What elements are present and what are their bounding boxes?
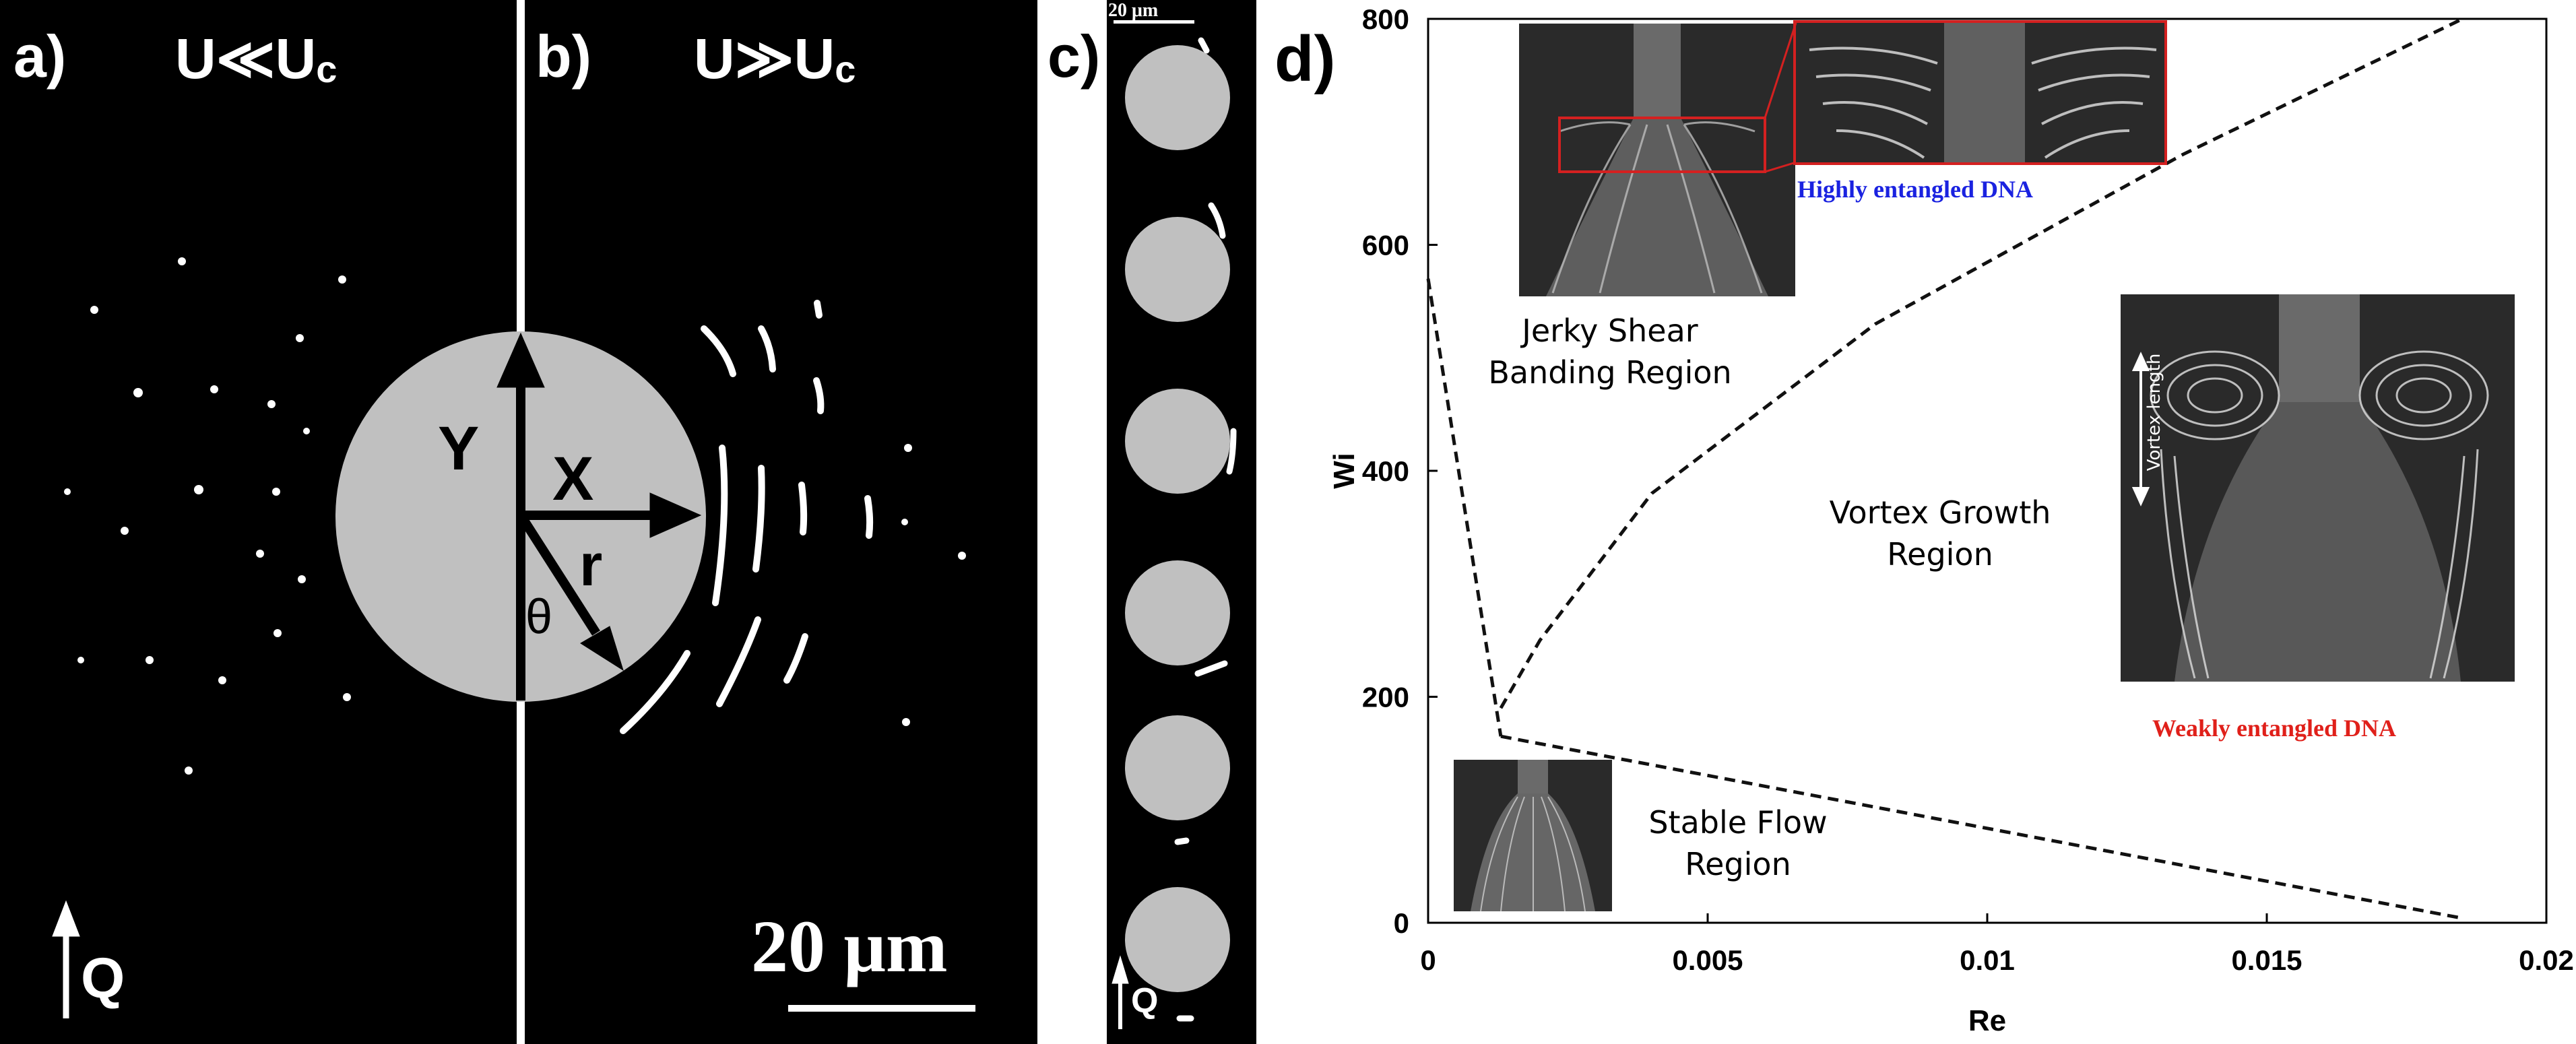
panel-b-condition-text: U≫U [694,27,835,90]
scale-bar-c [1114,20,1194,24]
region-stable-line1: Stable Flow [1648,804,1828,841]
x-tick-label: 0.02 [2519,944,2574,976]
panel-c-label: c) [1048,23,1101,90]
scale-bar-b [788,1005,975,1012]
panel-b-label: b) [536,23,592,90]
panel-a-condition-text: U≪U [175,27,317,90]
flow-label-a: Q [81,946,125,1010]
axis-y-label: Y [438,414,480,483]
inset-vortex: Vortex length [2121,294,2515,682]
region-vortex-line2: Region [1887,536,1993,573]
panel-a-condition-sub: c [316,48,337,90]
region-vortex-label: Vortex Growth Region [1805,492,2075,575]
panel-c-cylinders [1125,45,1230,992]
inset-stable [1454,760,1612,911]
region-jerky-line1: Jerky Shear [1522,313,1698,349]
streaks-b [620,300,874,734]
inset-weakly-label: Weakly entangled DNA [2152,715,2397,742]
inset-highly-label: Highly entangled DNA [1797,176,2034,203]
axis-r-label: r [579,531,603,598]
panel-a-condition: U≪Uc [175,30,337,88]
region-vortex-line1: Vortex Growth [1829,494,2051,531]
panel-ab-graphics [52,0,975,1044]
scale-bar-b-label: 20 μm [751,905,948,987]
panel-c-graphics [1112,20,1237,1029]
inset-jerky-drawing [1546,24,1768,296]
y-tick-label: 600 [1362,230,1409,261]
x-axis-label: Re [1968,1004,2006,1037]
inset-vortex-drawing [2131,294,2489,682]
axis-theta-label: θ [525,590,553,644]
x-tick-label: 0.01 [1960,944,2015,976]
flow-label-c: Q [1131,981,1159,1020]
region-jerky-line2: Banding Region [1488,354,1732,391]
inset-jerky-zoom [1793,20,2167,165]
y-tick-label: 0 [1394,907,1409,939]
region-jerky-label: Jerky Shear Banding Region [1482,310,1738,393]
inset-stable-drawing [1471,760,1595,911]
panel-c-streaks [1174,37,1237,1022]
panel-d-label: d) [1275,23,1336,95]
inset-jerky [1519,24,1795,296]
region-stable-label: Stable Flow Region [1617,802,1859,885]
panel-b-condition-sub: c [835,48,856,90]
inset-jerky-zoom-drawing [1809,23,2157,162]
axis-x-label: X [552,445,594,513]
particles-a [64,257,351,775]
panel-ab-image: a) U≪Uc b) U≫Uc Y X r θ Q 20 μm [0,0,1037,1044]
flow-arrow-a [52,900,80,1018]
axes-arrows [496,332,702,700]
x-tick-label: 0.005 [1672,944,1743,976]
y-tick-label: 800 [1362,3,1409,35]
panel-a-label: a) [13,23,67,90]
flow-arrow-c [1112,955,1129,1029]
y-tick-label: 200 [1362,682,1409,713]
inset-vortex-length-label: Vortex length [2144,353,2164,471]
x-tick-label: 0 [1420,944,1436,976]
y-tick-label: 400 [1362,455,1409,487]
region-stable-line2: Region [1685,846,1791,883]
x-tick-label: 0.015 [2231,944,2302,976]
y-axis-label: Wi [1328,453,1361,488]
scale-bar-c-label: 20 μm [1108,0,1159,21]
panel-b-condition: U≫Uc [694,30,856,88]
panel-c-image: 20 μm Q [1107,0,1256,1044]
